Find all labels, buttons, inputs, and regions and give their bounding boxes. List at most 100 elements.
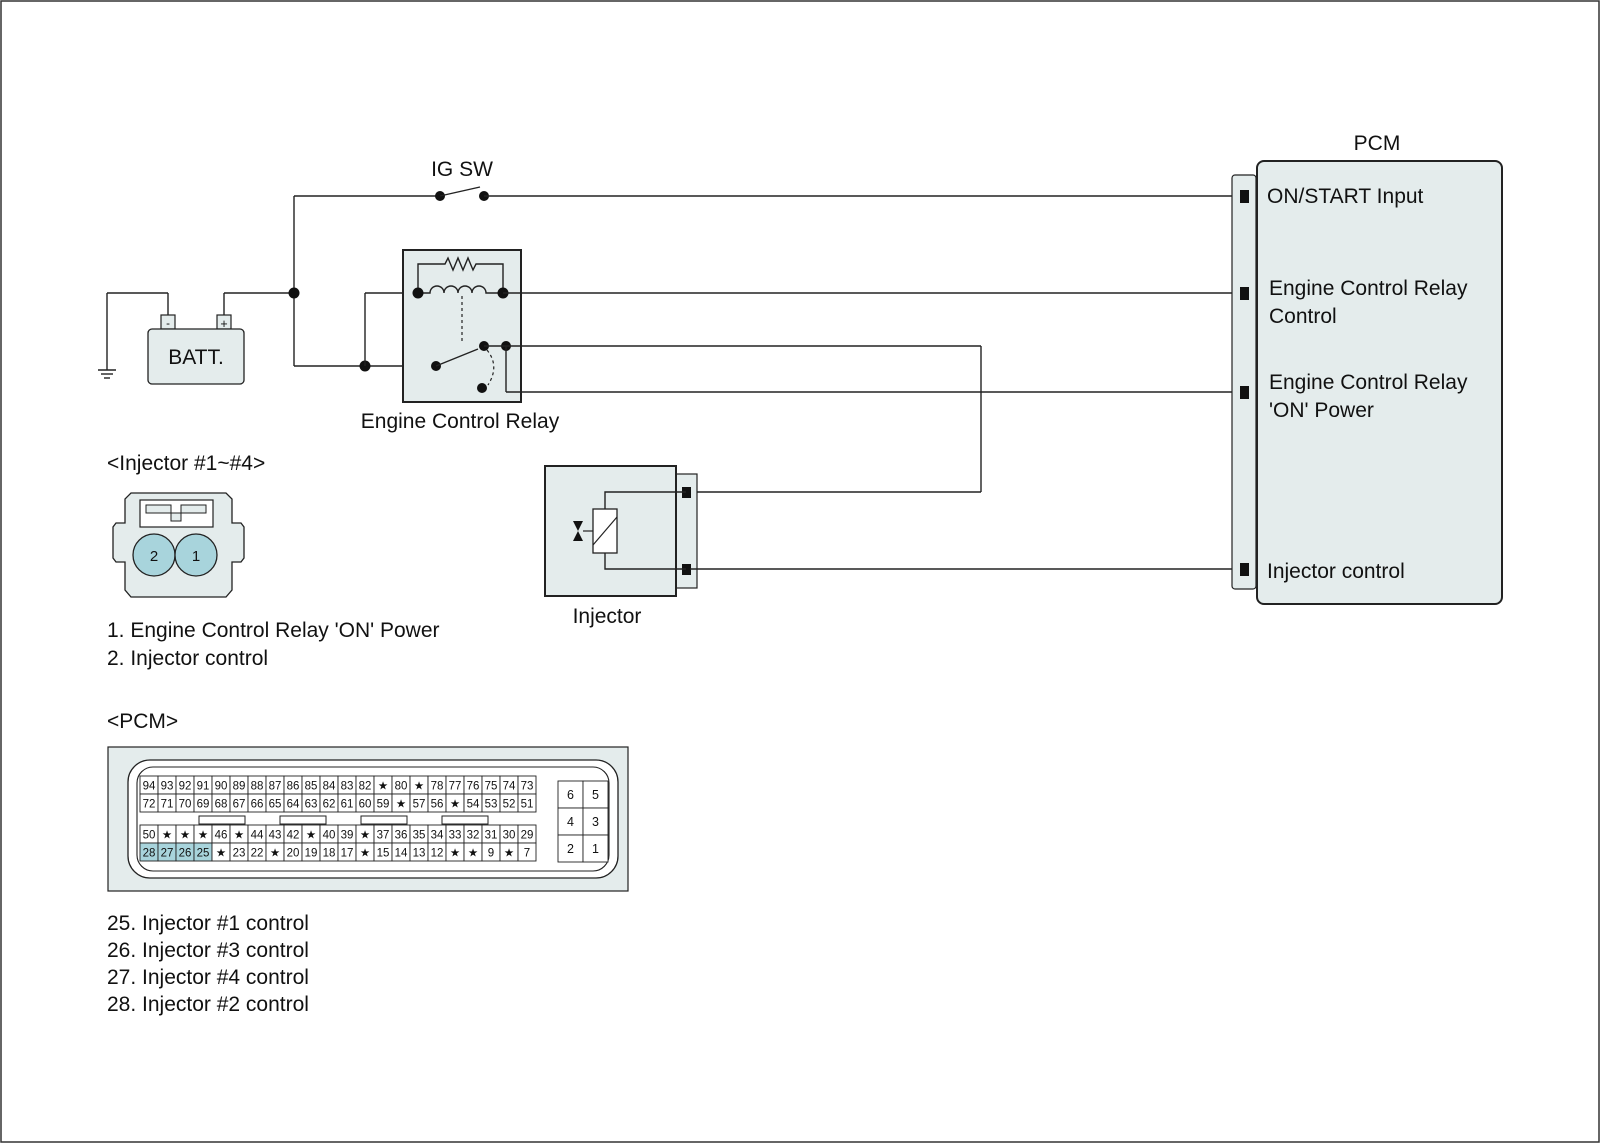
ig-switch: IG SW [294,158,1245,201]
pcm-pin-label: 36 [395,830,408,842]
pcm-pin-label: 67 [233,799,246,811]
injector-pin-2-label: 2 [150,548,158,565]
pcm-pin-label: 88 [251,781,264,793]
engine-control-relay: Engine Control Relay [361,249,560,433]
junction-node [288,287,300,299]
battery: - + BATT. [107,292,245,385]
pcm-pin-label: 74 [503,781,516,793]
pcm-pin-label: ★ [216,848,226,860]
pcm-pin-label: 44 [251,830,264,842]
pcm-pin-label: ★ [198,830,208,842]
pcm-pin-label: 86 [287,781,300,793]
pcm-pin-label: 52 [503,799,516,811]
injector-connector-heading: <Injector #1~#4> [107,452,265,475]
pcm-pin-label: 30 [503,830,516,842]
battery-neg-label: - [166,318,170,330]
pcm-pin-label: ★ [450,848,460,860]
pcm-pin-label: 80 [395,781,408,793]
pcm-pin-label: 13 [413,848,426,860]
pcm-pin-label: 29 [521,830,534,842]
pcm-pin-label: 90 [215,781,228,793]
pcm-pin-label: 72 [143,799,156,811]
relay-label: Engine Control Relay [361,410,560,433]
injector-label: Injector [573,605,642,628]
pcm-pin-label: 26 [179,848,192,860]
pcm-pin-label: 17 [341,848,354,860]
pcm-pin-label: ★ [234,830,244,842]
pcm-pin-label: 53 [485,799,498,811]
ig-switch-label: IG SW [431,158,493,181]
pcm-pin-label: 91 [197,781,210,793]
pcm-pin-label: 71 [161,799,174,811]
pcm-pin-label: 82 [359,781,372,793]
injector-pin-1 [174,533,218,577]
pcm-pin-label: ★ [306,830,316,842]
injector-legend-1: 1. Engine Control Relay 'ON' Power [107,619,440,642]
pcm-pin-label: 94 [143,781,156,793]
pcm-pin-label: ★ [360,830,370,842]
pcm-ecr-power-line1: Engine Control Relay [1269,371,1468,394]
pcm-side-pin-label: 2 [567,842,574,856]
injector: Injector [544,465,698,628]
pcm-pin-label: ★ [270,848,280,860]
pcm-connector-heading: <PCM> [107,710,178,733]
pcm-pin-label: 28 [143,848,156,860]
injector-legend-2: 2. Injector control [107,647,268,670]
pcm-pin-label: 33 [449,830,462,842]
pcm-pin-label: 22 [251,848,264,860]
pcm-pin-label: 77 [449,781,462,793]
pcm-legend-26: 26. Injector #3 control [107,939,309,962]
pcm-pin-label: 87 [269,781,282,793]
pcm-pin-label: 20 [287,848,300,860]
pcm-pin-label: 54 [467,799,480,811]
pcm-pin-label: ★ [504,848,514,860]
pcm-pin-label: 40 [323,830,336,842]
pcm-side-pin-label: 1 [592,842,599,856]
pcm-pin-label: 18 [323,848,336,860]
pcm-module: PCM ON/START Input Engine Control Relay … [1231,132,1503,605]
pcm-pin-label: 39 [341,830,354,842]
pcm-pin-label: 37 [377,830,390,842]
pcm-pin-cell [517,793,537,813]
pcm-legend-27: 27. Injector #4 control [107,966,309,989]
pcm-pin-label: 68 [215,799,228,811]
pcm-side-pin-label: 6 [567,788,574,802]
pcm-pin-label: 56 [431,799,444,811]
pcm-pin-label: 65 [269,799,282,811]
pcm-side-pin-cell [582,807,609,836]
pcm-pin-label: 78 [431,781,444,793]
pcm-pin-label: 57 [413,799,426,811]
pcm-pin-label: 19 [305,848,318,860]
pcm-pin-label: ★ [414,781,424,793]
pcm-injector-control: Injector control [1267,560,1405,583]
pcm-pin-label: 64 [287,799,300,811]
injector-connector: 2 1 [112,492,245,598]
pcm-pin-label: 25 [197,848,210,860]
pcm-side-pin-label: 3 [592,815,599,829]
pcm-pin-label: 85 [305,781,318,793]
pcm-pin-label: 23 [233,848,246,860]
pcm-pin-label: 89 [233,781,246,793]
pcm-pin-label: 61 [341,799,354,811]
ground-symbol [98,293,116,379]
battery-pos-label: + [220,317,227,331]
pcm-pin-label: 35 [413,830,426,842]
pcm-side-pin-label: 5 [592,788,599,802]
pcm-pin-label: ★ [162,830,172,842]
pcm-pin-label: 51 [521,799,534,811]
pcm-pin-label: 7 [524,848,530,860]
pcm-ecr-power-line2: 'ON' Power [1269,399,1374,422]
pcm-pin-label: 63 [305,799,318,811]
pcm-pin-label: 14 [395,848,408,860]
pcm-ecr-control-line1: Engine Control Relay [1269,277,1468,300]
pcm-pin-label: ★ [378,781,388,793]
pcm-pin-label: 93 [161,781,174,793]
pcm-pin-label: 84 [323,781,336,793]
pcm-pin-label: 50 [143,830,156,842]
pcm-pin-label: 66 [251,799,264,811]
pcm-pin-label: 15 [377,848,390,860]
pcm-legend-25: 25. Injector #1 control [107,912,309,935]
pcm-pin-label: 12 [431,848,444,860]
pcm-legend-28: 28. Injector #2 control [107,993,309,1016]
